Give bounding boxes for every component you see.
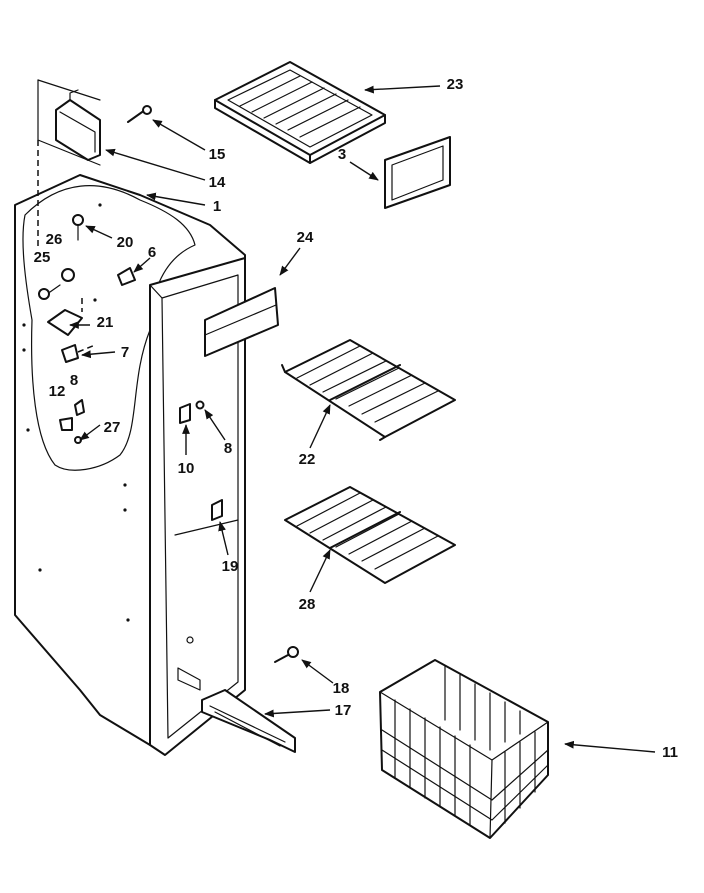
label-part-15: 15 [209,146,226,163]
label-part-21: 21 [97,314,114,331]
label-part-8-right: 8 [224,440,232,457]
frame-parts [179,400,223,521]
label-part-25: 25 [34,249,51,266]
screw-lower [274,646,299,663]
cabinet-front-frame [149,257,246,756]
part-labels: 23 3 15 14 1 24 26 20 25 6 21 7 8 12 27 … [34,76,678,761]
label-part-22: 22 [299,451,316,468]
label-part-24: 24 [297,229,314,246]
label-part-1: 1 [213,198,221,215]
leader-arrows [69,85,656,753]
label-part-8-left: 8 [70,372,78,389]
deflector [204,287,279,357]
label-part-28: 28 [299,596,316,613]
label-part-19: 19 [222,558,239,575]
wire-shelf-lower [284,486,456,584]
top-wire-shelf [214,61,386,164]
label-part-26: 26 [46,231,63,248]
label-part-12: 12 [49,383,66,400]
label-part-7: 7 [121,344,129,361]
label-part-23: 23 [447,76,464,93]
label-part-14: 14 [209,174,226,191]
hinge-bracket [55,89,101,161]
screw [127,105,152,123]
label-part-18: 18 [333,680,350,697]
label-part-11: 11 [662,744,678,761]
label-part-27: 27 [104,419,121,436]
freezer-basket [379,659,549,839]
small-parts [38,214,136,444]
label-part-10: 10 [178,460,195,477]
wire-shelf-upper [281,339,456,441]
label-part-20: 20 [117,234,134,251]
label-part-3: 3 [338,146,346,163]
label-part-6: 6 [148,244,156,261]
label-part-17: 17 [335,702,352,719]
shelf-front [384,136,451,209]
toe-grille [201,689,296,753]
